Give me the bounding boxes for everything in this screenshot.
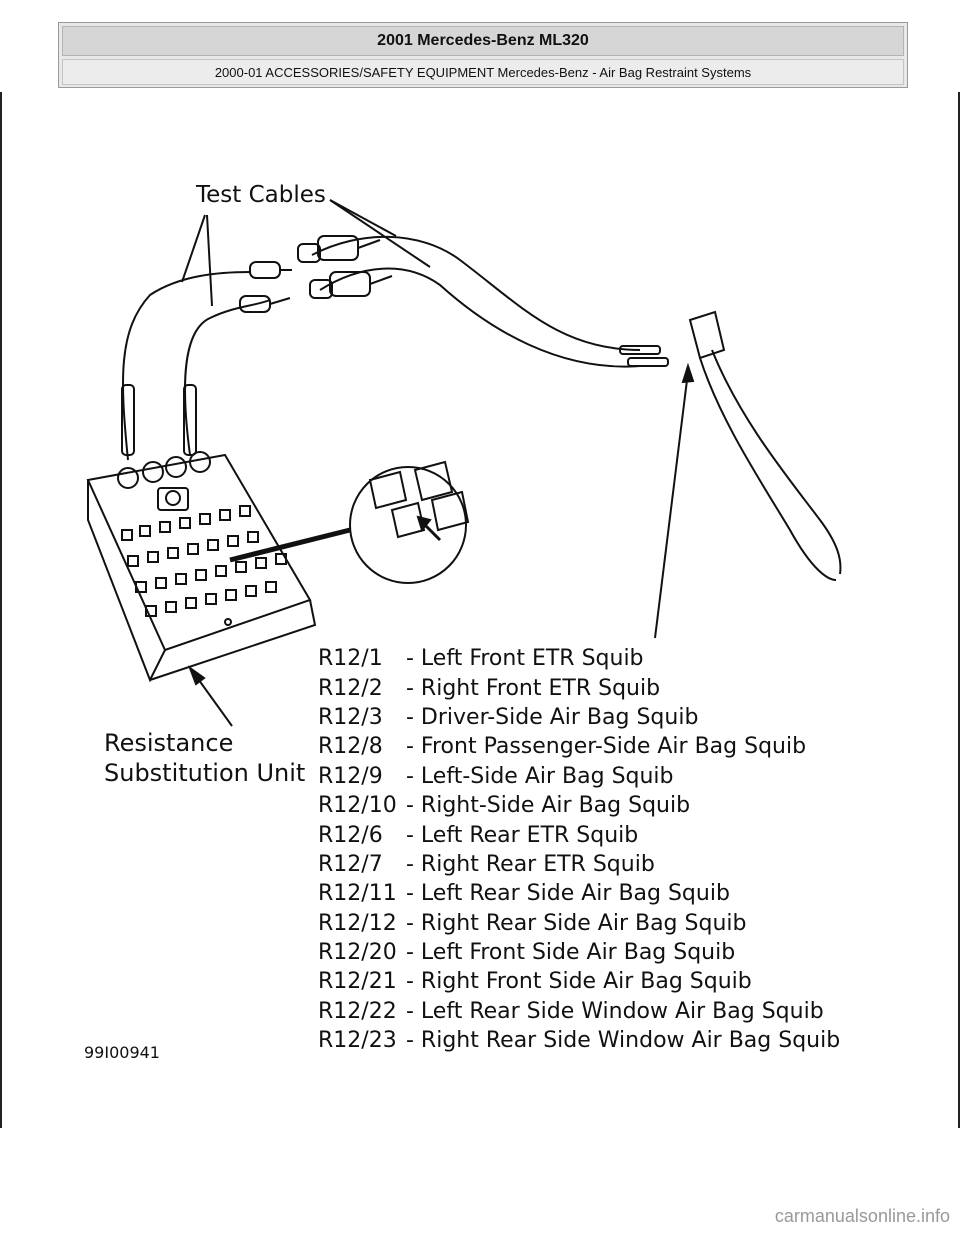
legend-item: R12/12 - Right Rear Side Air Bag Squib bbox=[318, 909, 840, 938]
leader-line bbox=[181, 214, 206, 283]
rsu-label: Resistance Substitution Unit bbox=[104, 728, 305, 788]
legend-item: R12/11 - Left Rear Side Air Bag Squib bbox=[318, 879, 840, 908]
cable-2-main bbox=[319, 267, 641, 368]
legend-desc: - Right Rear Side Window Air Bag Squib bbox=[406, 1028, 841, 1054]
legend-code: R12/3 bbox=[318, 704, 383, 730]
rsu-switch-grid bbox=[121, 505, 287, 626]
magnifier-callout bbox=[349, 466, 467, 584]
figure-number: 99I00941 bbox=[84, 1043, 160, 1062]
legend-item: R12/1 - Left Front ETR Squib bbox=[318, 644, 840, 673]
legend-code: R12/23 bbox=[318, 1028, 397, 1054]
legend-desc: - Left Rear ETR Squib bbox=[406, 822, 639, 848]
test-cables-label: Test Cables bbox=[196, 182, 326, 208]
squib-legend: R12/1 - Left Front ETR Squib R12/2 - Right… bbox=[318, 644, 840, 1055]
legend-desc: - Right Rear ETR Squib bbox=[406, 851, 655, 877]
legend-code: R12/22 bbox=[318, 998, 397, 1024]
page-header: 2001 Mercedes-Benz ML320 2000-01 ACCESSO… bbox=[58, 22, 908, 88]
legend-item: R12/22 - Left Rear Side Window Air Bag Sq… bbox=[318, 997, 840, 1026]
legend-desc: - Right Front Side Air Bag Squib bbox=[406, 969, 752, 995]
squib-wire bbox=[699, 357, 837, 581]
legend-code: R12/8 bbox=[318, 734, 383, 760]
legend-desc: - Left-Side Air Bag Squib bbox=[406, 763, 674, 789]
legend-desc: - Front Passenger-Side Air Bag Squib bbox=[406, 734, 807, 760]
legend-item: R12/2 - Right Front ETR Squib bbox=[318, 673, 840, 702]
page-border-right bbox=[958, 92, 960, 1128]
legend-code: R12/11 bbox=[318, 881, 397, 907]
legend-item: R12/6 - Left Rear ETR Squib bbox=[318, 820, 840, 849]
pointer-line bbox=[654, 371, 689, 639]
legend-item: R12/20 - Left Front Side Air Bag Squib bbox=[318, 938, 840, 967]
legend-code: R12/20 bbox=[318, 940, 397, 966]
cable-2 bbox=[183, 299, 271, 456]
legend-desc: - Left Rear Side Air Bag Squib bbox=[406, 881, 730, 907]
legend-code: R12/7 bbox=[318, 851, 383, 877]
legend-item: R12/10 - Right-Side Air Bag Squib bbox=[318, 791, 840, 820]
legend-desc: - Left Front Side Air Bag Squib bbox=[406, 940, 736, 966]
legend-item: R12/7 - Right Rear ETR Squib bbox=[318, 850, 840, 879]
legend-code: R12/9 bbox=[318, 763, 383, 789]
legend-desc: - Right-Side Air Bag Squib bbox=[406, 793, 691, 819]
legend-item: R12/3 - Driver-Side Air Bag Squib bbox=[318, 703, 840, 732]
rsu-label-line1: Resistance bbox=[104, 729, 234, 757]
cable-1 bbox=[122, 271, 251, 461]
legend-desc: - Right Front ETR Squib bbox=[406, 675, 661, 701]
leader-line bbox=[329, 199, 397, 237]
legend-code: R12/1 bbox=[318, 646, 383, 672]
legend-code: R12/10 bbox=[318, 793, 397, 819]
legend-desc: - Left Rear Side Window Air Bag Squib bbox=[406, 998, 824, 1024]
legend-item: R12/21 - Right Front Side Air Bag Squib bbox=[318, 967, 840, 996]
legend-code: R12/6 bbox=[318, 822, 383, 848]
legend-item: R12/23 - Right Rear Side Window Air Bag S… bbox=[318, 1026, 840, 1055]
leader-line bbox=[206, 214, 213, 307]
document-title: 2001 Mercedes-Benz ML320 bbox=[62, 26, 904, 56]
footer-watermark: carmanualsonline.info bbox=[774, 1206, 950, 1226]
legend-item: R12/8 - Front Passenger-Side Air Bag Squi… bbox=[318, 732, 840, 761]
legend-code: R12/2 bbox=[318, 675, 383, 701]
legend-item: R12/9 - Left-Side Air Bag Squib bbox=[318, 762, 840, 791]
rsu-label-line2: Substitution Unit bbox=[104, 759, 306, 787]
legend-code: R12/12 bbox=[318, 910, 397, 936]
legend-desc: - Left Front ETR Squib bbox=[406, 646, 644, 672]
plug bbox=[249, 261, 281, 279]
rsu-leader-line bbox=[195, 675, 233, 727]
document-subtitle: 2000-01 ACCESSORIES/SAFETY EQUIPMENT Mer… bbox=[62, 59, 904, 85]
legend-desc: - Right Rear Side Air Bag Squib bbox=[406, 910, 747, 936]
legend-desc: - Driver-Side Air Bag Squib bbox=[406, 704, 699, 730]
cable-1-main bbox=[311, 235, 641, 351]
page-border-left bbox=[0, 92, 2, 1128]
squib-connector bbox=[688, 310, 726, 360]
legend-code: R12/21 bbox=[318, 969, 397, 995]
leader-line bbox=[329, 199, 431, 268]
